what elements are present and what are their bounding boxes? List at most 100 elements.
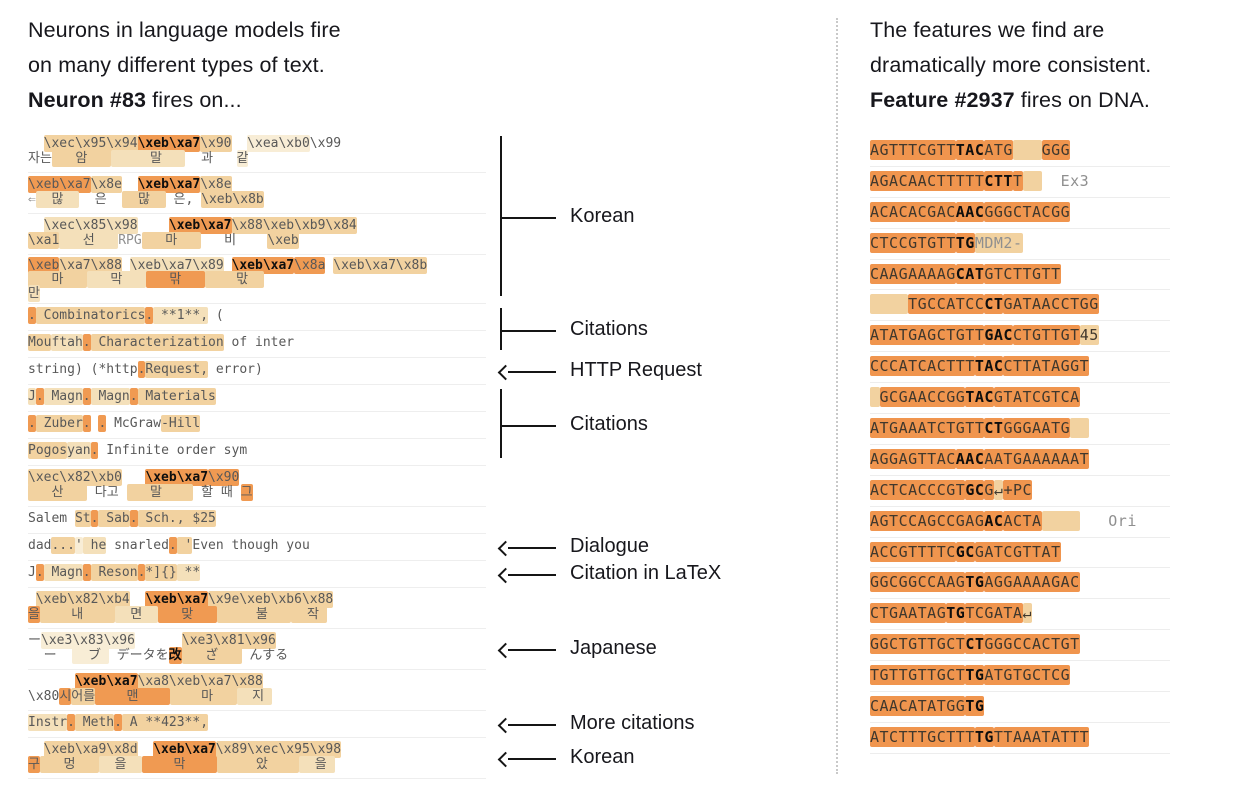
token: \xec\x85\x98 [43,217,138,234]
token: Mou [28,334,52,351]
token: 은, [165,192,202,207]
token: CT [984,294,1004,315]
dna-sample-row: CTCCGTGTTTGMDM2- [870,229,1170,260]
text-sample-row: Instr. Meth. A **423**, [28,711,486,738]
token: 멍 [39,756,99,773]
token: . [168,537,177,554]
token: AGGAAAAGAC [984,572,1080,593]
token: ATGTGCTCG [984,665,1071,686]
token: \xa1 [28,232,60,249]
dna-sample-row: ATATGAGCTGTTGACCTGTTGT45 [870,321,1170,353]
token: GGCTGTTGCT [870,634,966,655]
left-heading-line-3: Neuron #83 fires on... [28,83,341,118]
token: \xeb\xa7\x8b [333,257,428,274]
text-sample-row: Salem St. Sab. Sch., $25 [28,507,486,534]
token: 마 [141,232,201,249]
token: GTCTTGTT [984,263,1061,284]
token: TG [955,232,975,253]
token: J [28,388,36,405]
token: Characterization [90,334,224,351]
token: ' [74,537,83,554]
token: GATCGTTAT [974,541,1061,562]
token: . [82,564,91,581]
token: \xeb\xa7 [137,135,201,152]
token: 다고 [86,485,127,500]
token: ACACACGAC [870,201,956,222]
dna-sample-row: GGCGGCCAAGTGAGGAAAAGAC [870,568,1170,600]
dna-sample-row: TGCCATCCCTGATAACCTGG [870,290,1170,322]
token: TG [974,726,994,747]
token: CAT [955,263,985,284]
token: ↵ [993,479,1004,500]
token: データを [108,648,169,663]
token [870,387,880,408]
token: AATGAAAAAAT [984,448,1090,469]
token: ↵ [1022,603,1033,624]
token: ACCGTTTTC [870,541,956,562]
annotation-label: Citations [570,318,648,340]
right-heading-suffix: fires on DNA. [1014,88,1150,112]
token: ブ [72,647,109,664]
token: TCGATA [965,603,1023,624]
token: 改 [168,647,182,664]
token: \xeb\x82\xb4 [35,591,130,608]
dna-sample-row: CAACATATGGTG [870,692,1170,723]
token: Sab [98,510,130,527]
token: 만 [28,285,40,302]
token: 지 [236,688,272,705]
token: 같 [236,150,249,167]
dna-sample-row: TGTTGTTGCTTGATGTGCTCG [870,661,1170,693]
token: 맞 [157,606,217,623]
token: Ori [1079,511,1137,530]
token: 산 [28,484,87,501]
left-heading-suffix: fires on... [146,88,242,112]
token: AGTTTCGTT [870,140,956,160]
token: \xeb\xa7 [74,673,138,690]
token: dad [28,538,52,553]
token: Even though you [192,538,310,553]
token: G [984,479,994,500]
text-sample-row: \xeb\xa7\xa8\xeb\xa7\x88\x80시어를 맨 마 지 [28,670,486,711]
token: \xeb\xa7\x89 [129,257,224,274]
text-sample-row: . Combinatorics. **1**, ( [28,304,486,331]
token: GGGAATG [1003,418,1071,439]
dna-sample-row: ACACACGACAACGGGCTACGG [870,198,1170,229]
dna-sample-row: AGACAACTTTTTCTTT Ex3 [870,167,1170,198]
left-arrow-icon [508,758,556,760]
token: GAC [984,325,1013,346]
token: . [98,415,107,432]
token: 어를 [71,688,96,705]
token: \xeb\xa9\x8d [43,741,138,758]
token: . [82,388,91,405]
token [870,294,909,315]
token: GC [965,479,985,500]
token: \xec\x82\xb0 [28,469,122,486]
dna-sample-row: CAAGAAAAGCATGTCTTGTT [870,260,1170,291]
text-sample-row: string) (*http.Request, error) [28,358,486,385]
text-sample-row: Mouftah. Characterization of inter [28,331,486,358]
annotation-label: Korean [570,746,635,768]
token: . [137,361,146,378]
dna-sample-row: ACCGTTTTCGCGATCGTTAT [870,538,1170,569]
token: 불 [216,606,292,623]
neuron-id: Neuron #83 [28,88,147,112]
token: CAACATATGG [870,696,966,717]
token: 을 [299,756,335,773]
token: GGGCCACTGT [984,634,1080,655]
text-sample-row: . Zuber. . McGraw-Hill [28,412,486,439]
text-sample-row: J. Magn. Reson.*]{} ** [28,561,486,588]
token: 내 [39,606,115,623]
token: 막 [86,271,146,288]
token: . [114,714,122,731]
token: GGCGGCCAAG [870,572,966,593]
token: \xeb\xa7 [28,176,91,193]
token: 구 [28,756,40,773]
token: \xeb\xa7 [168,217,232,234]
bracket-line [500,308,502,350]
token: \xe3\x83\x96 [41,632,135,649]
token: \xea\xb0 [247,135,310,152]
token: 암 [51,150,111,167]
token: 시 [59,688,72,705]
